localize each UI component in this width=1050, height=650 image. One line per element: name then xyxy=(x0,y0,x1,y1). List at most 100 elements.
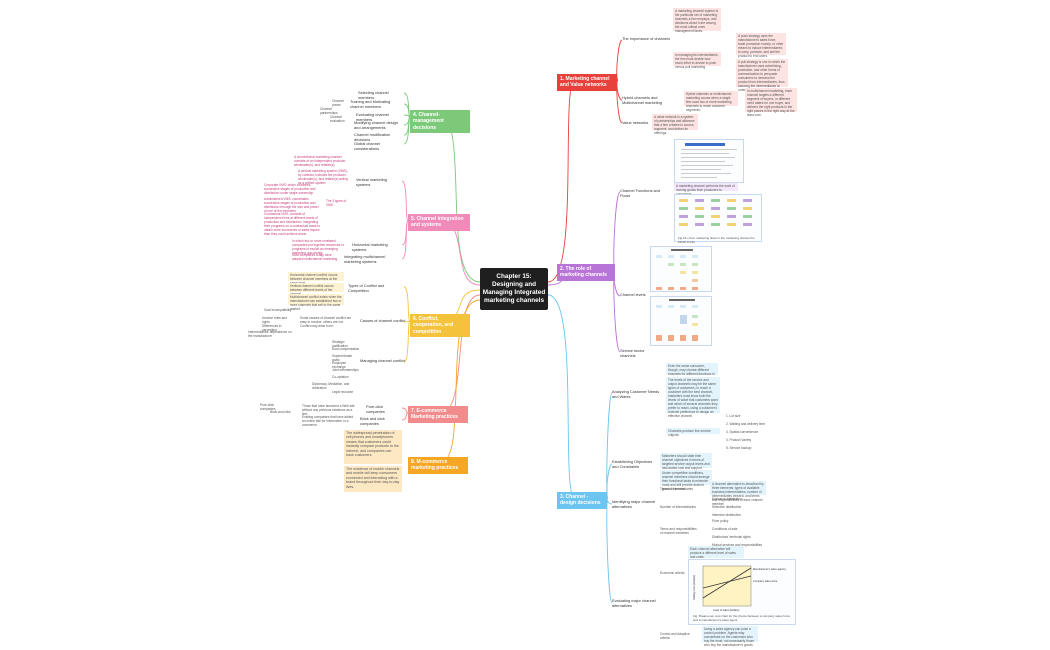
channel-levels-figure-2 xyxy=(650,296,712,346)
link-central-b5 xyxy=(439,220,481,286)
terms-price-policy: Price policy xyxy=(712,519,729,523)
b3-sub-needs[interactable]: Analyzing Customer Needs and Wants xyxy=(612,389,660,399)
b7-sub-brick-click[interactable]: Brick and click companies xyxy=(360,416,385,426)
b3-control-adaptive: Control and Adaptive criteria xyxy=(660,632,690,640)
b1-sub-hybrid[interactable]: Hybrid channels and Multichannel marketi… xyxy=(622,95,663,105)
b3-note-alternative-elements: A channel alternative is described by th… xyxy=(710,481,766,506)
output-waiting-time: 2. Waiting and delivery time xyxy=(726,422,766,426)
b6-note-causes: Some causes of channel conflict are easy… xyxy=(300,316,352,328)
b6-sub-types[interactable]: Types of Conflict and Competition xyxy=(348,283,385,293)
manage-diplomacy: Diplomacy, Mediation, and Arbitration xyxy=(312,382,350,390)
b8-note-mobile-channels: The existence of mobile channels and mob… xyxy=(344,466,402,492)
cause-perception: Differences in perception xyxy=(262,324,282,332)
b4-sub-modification-decisions[interactable]: Channel modification decisions xyxy=(354,132,391,142)
b5-note-vms: A vertical marketing system (VMS), by co… xyxy=(298,169,348,185)
manage-legal: Legal recourse xyxy=(332,390,354,394)
b1-note-pull: A pull strategy is one in which the manu… xyxy=(736,59,788,92)
b4-sub-selecting[interactable]: Selecting channel members xyxy=(358,90,389,100)
output-product-variety: 4. Product Variety xyxy=(726,438,752,442)
b2-note-channel-work: A marketing channel performs the work of… xyxy=(674,183,738,196)
b1-note-push-pull: In managing its intermediaries, the firm… xyxy=(673,52,721,69)
b7-note-pure-click-desc: Those that have launched a Web site with… xyxy=(302,404,355,416)
series-agency-line xyxy=(702,567,752,599)
b5-note-administered: Administered VMS: coordinates successive… xyxy=(264,197,319,213)
manage-joint: Joint memberships xyxy=(332,368,359,372)
b3-terms-responsibilities: Terms and responsibilities of channel me… xyxy=(660,527,697,535)
branch-1-topic[interactable]: 1. Marketing channel and Value networks xyxy=(557,74,617,91)
channel-levels-figure-1 xyxy=(650,246,712,292)
x-axis-label: Level of sales (Dollars) xyxy=(713,608,740,612)
marketing-flows-figure: Fig 15.x Five marketing flows in the mar… xyxy=(674,194,762,244)
b5-sub-vertical[interactable]: Vertical marketing systems xyxy=(356,177,387,187)
b3-note-service-levels: The levels of the service and output cha… xyxy=(666,377,720,418)
b2-sub-levels[interactable]: Channel levels xyxy=(620,292,646,297)
b1-sub-importance[interactable]: The importance of channels xyxy=(622,36,671,41)
b5-sub-integrating[interactable]: Integrating multichannel marketing syste… xyxy=(344,254,386,264)
b4-sub-modifying[interactable]: Modifying channel design and arrangement… xyxy=(354,120,398,130)
b4-sub-evaluating[interactable]: Evaluating channel members xyxy=(356,112,389,122)
b1-note-multichannel: In multichannel marketing, each channel … xyxy=(745,88,797,117)
b1-note-value-network: A value network is a system of partnersh… xyxy=(652,114,698,135)
b3-note-objectives: Marketers should state their channel obj… xyxy=(660,453,712,474)
branch-7-topic[interactable]: 7. E-commerce Marketing practices xyxy=(408,406,468,423)
branch-4-topic[interactable]: 4. Channel-management decisions xyxy=(410,110,470,133)
b5-note-contractual: Contractual VMS: consists of independent… xyxy=(264,212,320,236)
b1-note-hybrid: Hybrid channels or multichannel marketin… xyxy=(684,91,738,112)
break-even-chart: Manufacturer's sales agency Company sale… xyxy=(688,559,796,625)
manage-strategic: Strategic justification xyxy=(332,340,348,348)
b2-sub-service[interactable]: Service sector channels xyxy=(620,348,645,358)
break-even-chart-svg: Manufacturer's sales agency Company sale… xyxy=(692,565,787,612)
link-central-b4 xyxy=(439,116,481,283)
branch-3-topic[interactable]: 3. Channel - design decisions xyxy=(557,492,607,509)
manage-dual: Dual compensation xyxy=(332,347,360,351)
manage-cooptation: Co-optation xyxy=(332,375,349,379)
b3-sub-evaluating[interactable]: Evaluating major channel alternatives xyxy=(612,598,656,608)
link-central-b8 xyxy=(439,299,481,464)
b4-note-evaluation: Channel evaluation xyxy=(330,115,345,123)
b2-sub-functions[interactable]: Channel Functions and Flows xyxy=(620,188,661,198)
series-salesforce-label: Company sales force xyxy=(753,579,778,583)
cause-goal: Goal incompatibility xyxy=(264,308,292,312)
b3-note-competitive: Under competitive conditions, channel me… xyxy=(660,470,712,491)
b1-note-system: A marketing channel system is the partic… xyxy=(673,8,721,33)
b1-sub-value-networks[interactable]: Value networks xyxy=(622,120,649,125)
b3-note-sales-agency: Using a sales agency can pose a control … xyxy=(702,626,758,647)
output-lot-size: 1. Lot size xyxy=(726,414,741,418)
b7-note-brick-and-click: Brick-and-click xyxy=(270,410,291,414)
link-central-b1 xyxy=(547,79,576,283)
number-exclusive: Exclusive distribution xyxy=(712,497,742,501)
b6-sub-causes[interactable]: Causes of channel conflict xyxy=(360,318,406,323)
b5-note-multichannel: Most companies today have adopted multic… xyxy=(292,253,339,261)
marketing-flows-caption: Fig 15.x Five marketing flows in the mar… xyxy=(678,236,755,244)
branch-5-topic[interactable]: 5. Channel integration and systems xyxy=(408,214,470,231)
manage-superordinate: Superordinate goals xyxy=(332,354,353,362)
b3-sub-alternatives[interactable]: Identifying major channel alternatives xyxy=(612,499,656,509)
output-service-backup: 5. Service backup xyxy=(726,446,752,450)
b5-note-horizontal: In which two or more unrelated companies… xyxy=(292,239,344,255)
branch-2-topic[interactable]: 2. The role of marketing channels xyxy=(557,264,615,281)
break-even-caption: Fig. Break-even cost chart for the choic… xyxy=(693,614,790,622)
b3-types-intermediaries: Types of intermediaries xyxy=(660,487,693,491)
b6-note-multichannel: Multichannel conflict exists when the ma… xyxy=(288,294,344,311)
b7-sub-pure-click[interactable]: Pure-click companies xyxy=(366,404,385,414)
terms-mutual-services: Mutual services and responsibilities xyxy=(712,543,763,547)
channel-functions-figure xyxy=(674,139,744,183)
cause-roles: Unclear roles and rights xyxy=(262,316,287,324)
terms-conditions-sale: Conditions of sale xyxy=(712,527,738,531)
b4-sub-training[interactable]: Training and Motivating channel members xyxy=(350,99,391,109)
b4-note-power: Channel power xyxy=(332,99,344,107)
terms-territorial-rights: Distributors' territorial rights xyxy=(712,535,751,539)
central-topic[interactable]: Chapter 15: Designing and Managing Integ… xyxy=(480,268,548,310)
b7-note-pure-click: Pure-click companies xyxy=(260,403,276,411)
number-selective: Selective distribution xyxy=(712,505,742,509)
branch-6-topic[interactable]: 6. Conflict, cooperation, and competitio… xyxy=(410,314,470,337)
b5-sub-horizontal[interactable]: Horizontal marketing systems xyxy=(352,242,388,252)
branch-8-topic[interactable]: 8. M-commerce marketing practices xyxy=(408,457,468,474)
b6-note-horizontal: Horizontal channel conflict occurs betwe… xyxy=(288,272,344,285)
cause-dependence: Intermediaries' dependence on the manufa… xyxy=(248,330,292,338)
b4-sub-global[interactable]: Global channel considerations xyxy=(354,141,380,151)
b3-sub-objectives[interactable]: Establishing Objectives and Constraints xyxy=(612,459,653,469)
b6-sub-managing[interactable]: Managing channel conflict xyxy=(360,358,405,363)
b5-note-conventional: A conventional marketing channel consist… xyxy=(294,155,347,167)
